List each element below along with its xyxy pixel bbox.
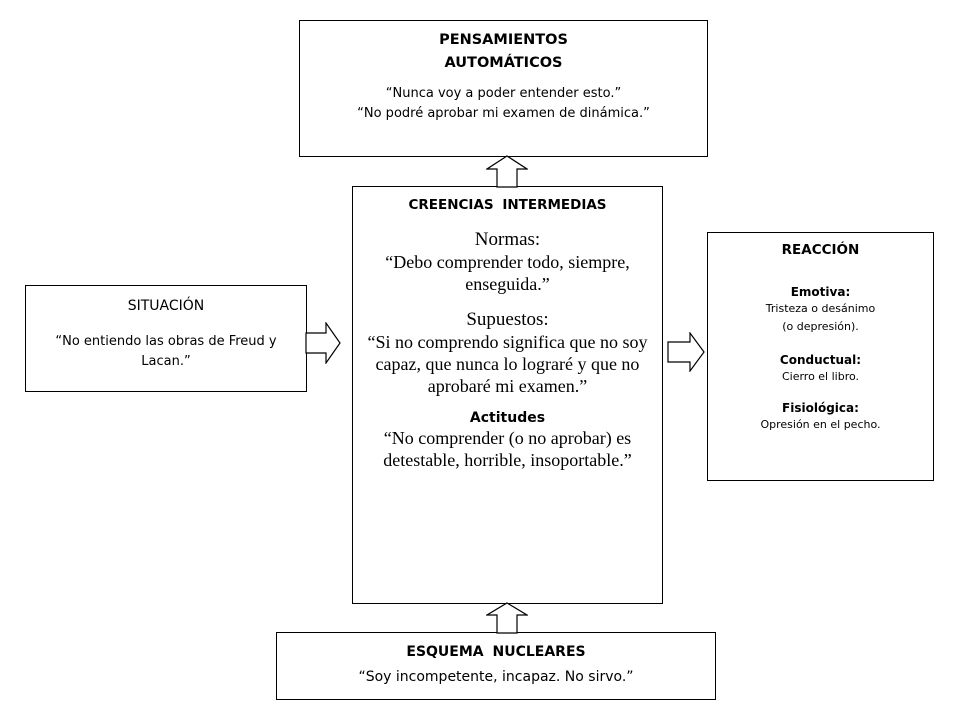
emotiva-heading: Emotiva: xyxy=(790,285,851,299)
arrow-right-icon xyxy=(305,322,341,364)
reaccion-title: REACCIÓN xyxy=(781,242,860,258)
conductual-heading: Conductual: xyxy=(779,353,862,367)
supuestos-text: “Si no comprendo significa que no soy ca… xyxy=(367,332,648,396)
arrow-right-icon xyxy=(667,332,705,372)
pensamientos-title-line2: AUTOMÁTICOS xyxy=(444,55,563,71)
emotiva-line-1: Tristeza o desánimo xyxy=(765,302,876,315)
normas-text: “Debo comprender todo, siempre, enseguid… xyxy=(385,252,630,294)
situacion-title: SITUACIÓN xyxy=(127,298,205,314)
fisiologica-text: Opresión en el pecho. xyxy=(760,418,881,431)
supuestos-heading: Supuestos: xyxy=(466,309,549,330)
actitudes-text: “No comprender (o no aprobar) es detesta… xyxy=(383,428,632,470)
fisiologica-heading: Fisiológica: xyxy=(782,401,859,415)
pensamientos-title-line1: PENSAMIENTOS xyxy=(439,32,568,48)
pensamientos-automaticos-box: PENSAMIENTOS AUTOMÁTICOS “Nunca voy a po… xyxy=(299,20,708,157)
creencias-title: CREENCIAS INTERMEDIAS xyxy=(408,197,607,213)
pensamientos-quote-1: “Nunca voy a poder entender esto.” xyxy=(385,86,622,101)
conductual-text: Cierro el libro. xyxy=(781,370,860,383)
esquema-title: ESQUEMA NUCLEARES xyxy=(406,644,586,660)
situacion-box: SITUACIÓN “No entiendo las obras de Freu… xyxy=(25,285,307,392)
esquema-nucleares-box: ESQUEMA NUCLEARES “Soy incompetente, inc… xyxy=(276,632,716,700)
actitudes-heading: Actitudes xyxy=(469,410,546,426)
emotiva-line-2: (o depresión). xyxy=(782,320,859,333)
arrow-up-icon xyxy=(486,155,528,188)
normas-heading: Normas: xyxy=(474,229,541,250)
reaccion-box: REACCIÓN Emotiva: Tristeza o desánimo (o… xyxy=(707,232,934,481)
arrow-up-icon xyxy=(486,602,528,634)
pensamientos-title: PENSAMIENTOS AUTOMÁTICOS xyxy=(300,29,707,75)
esquema-quote: “Soy incompetente, incapaz. No sirvo.” xyxy=(358,669,634,685)
pensamientos-quote-2: “No podré aprobar mi examen de dinámica.… xyxy=(357,106,650,121)
creencias-intermedias-box: CREENCIAS INTERMEDIAS Normas: “Debo comp… xyxy=(352,186,663,604)
situacion-quote: “No entiendo las obras de Freud y Lacan.… xyxy=(55,334,277,369)
